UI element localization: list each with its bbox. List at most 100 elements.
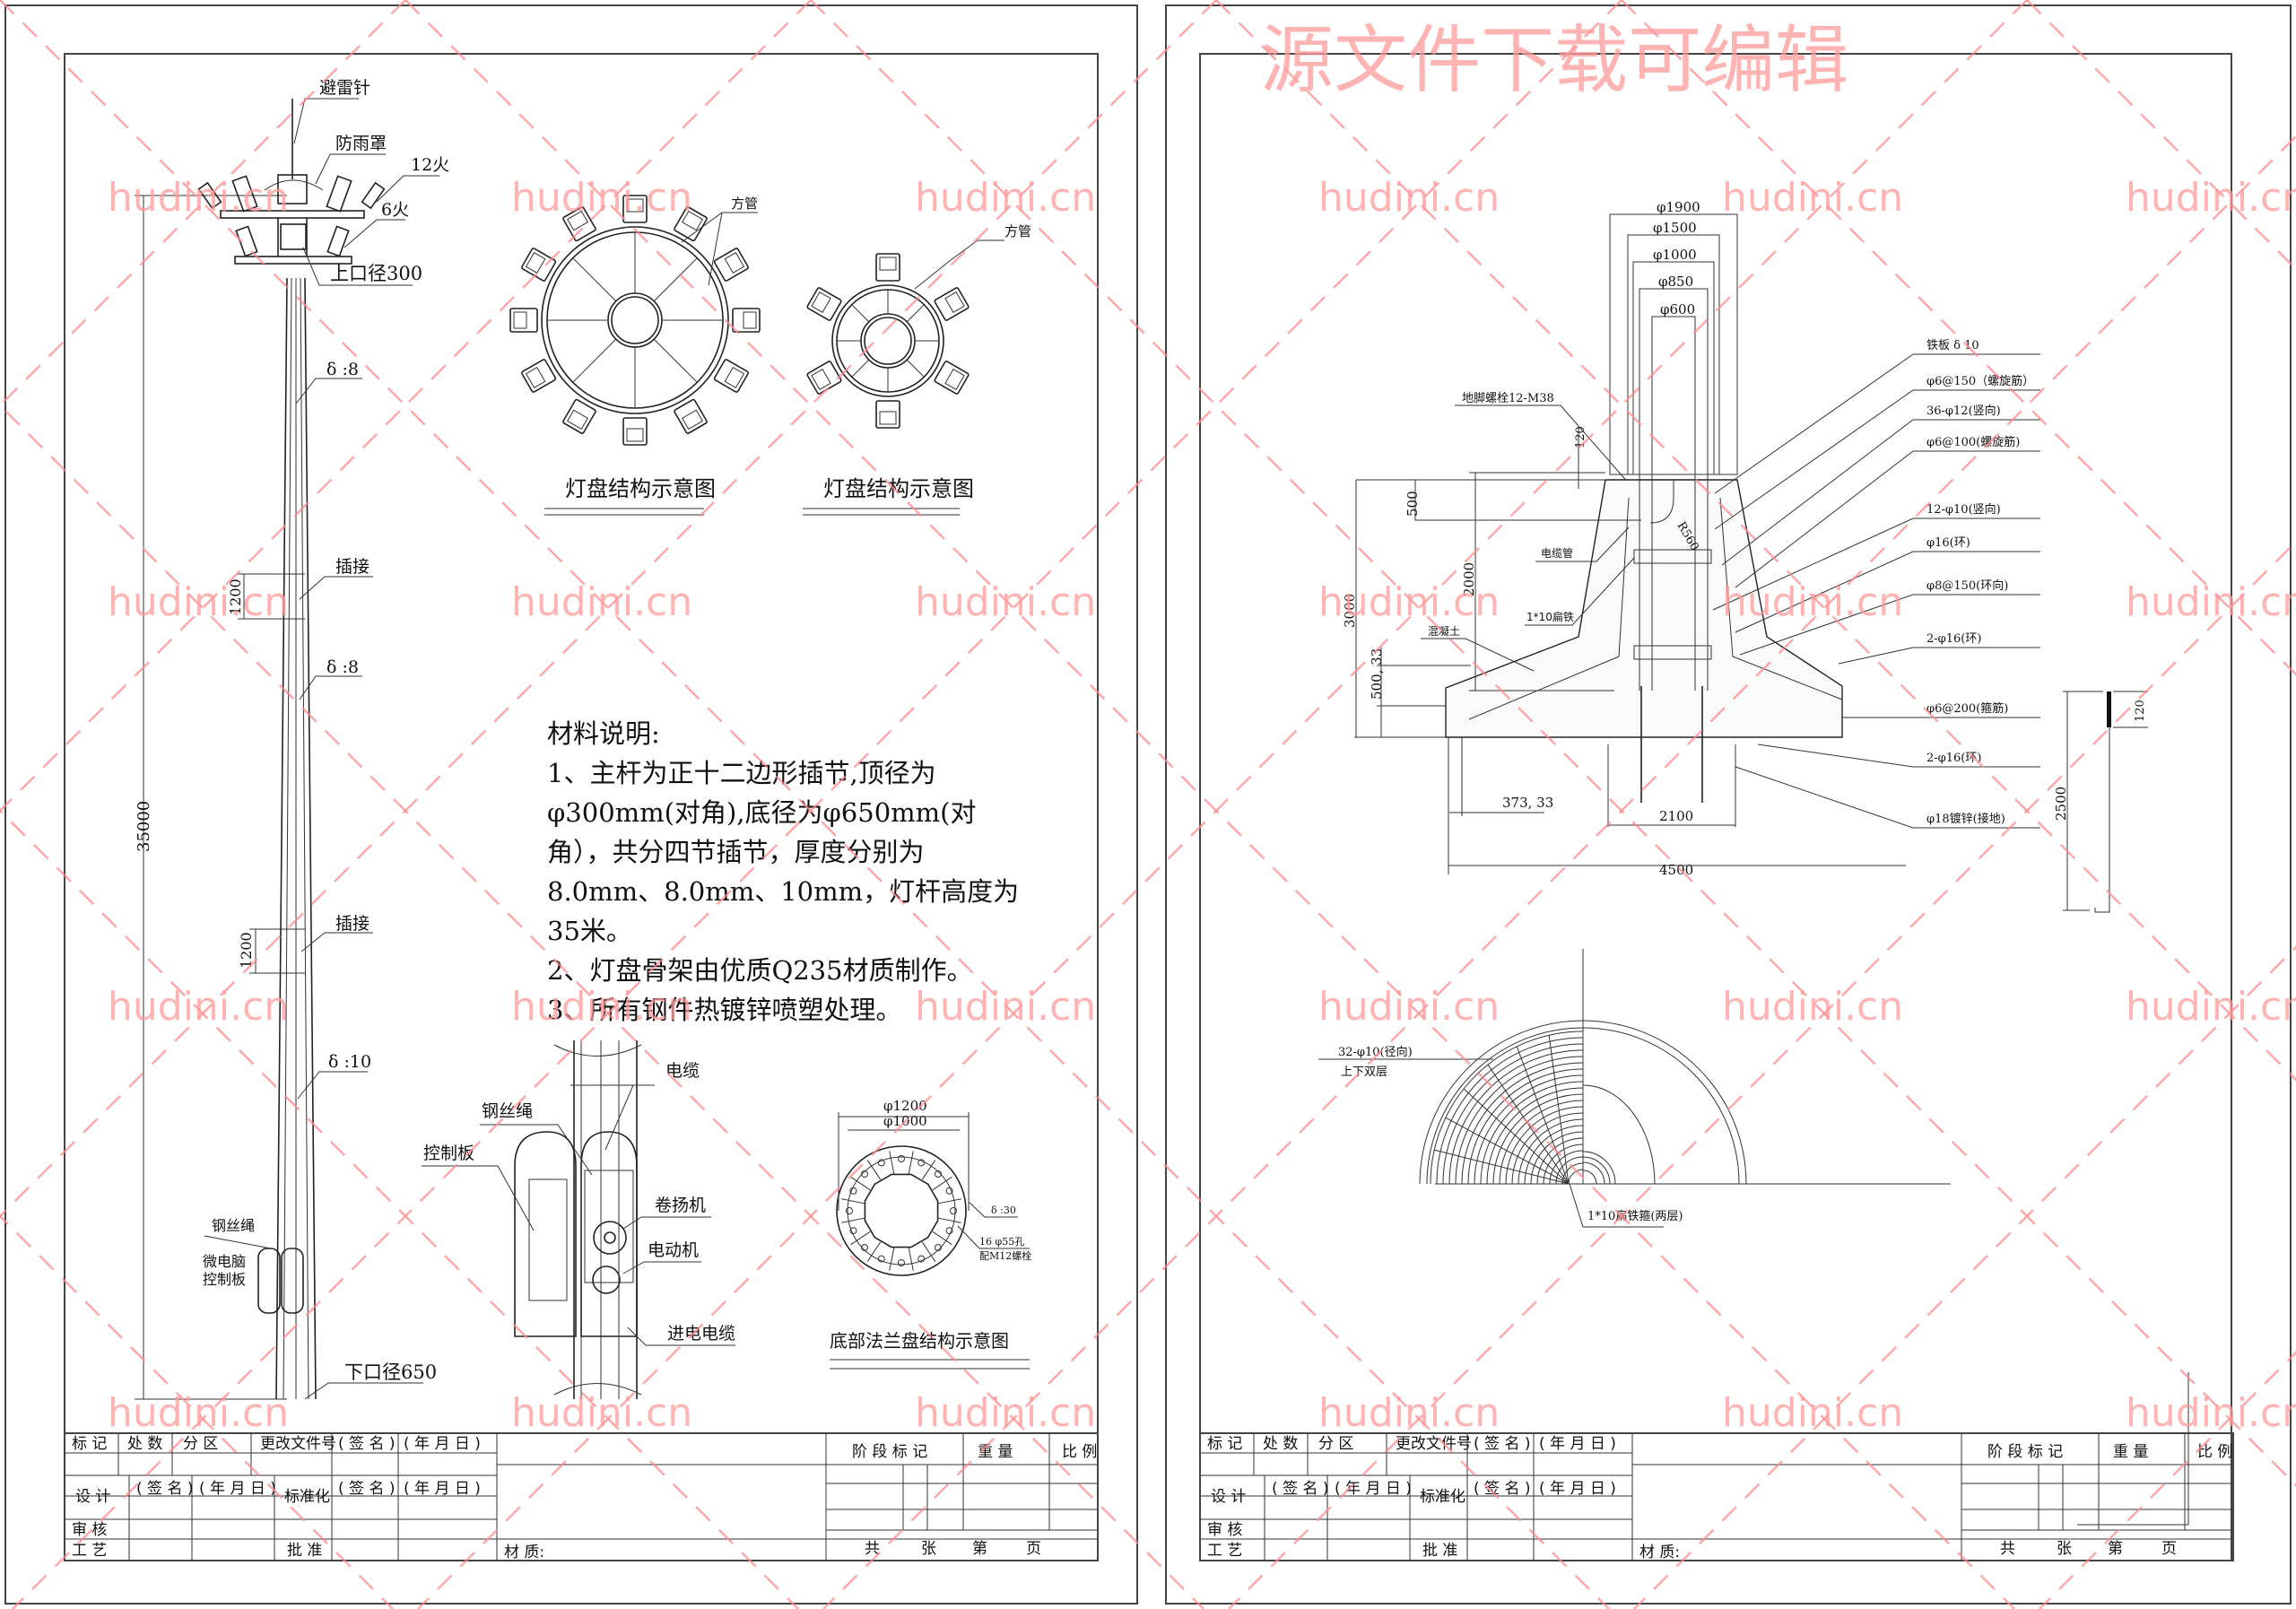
- floodlight-icon: [713, 248, 749, 282]
- bolt-hole: [860, 1244, 868, 1252]
- callout-leader: [1739, 594, 2040, 656]
- micro-controller-label-2: 控制板: [203, 1271, 246, 1288]
- small-disc-caption: 灯盘结构示意图: [823, 476, 974, 501]
- right-sheet-inner-border: [1199, 53, 2232, 1561]
- rebar-ring: [1499, 1100, 1584, 1185]
- callout-label: φ8@150(环向): [1926, 578, 2008, 593]
- watermark-site: hudini.cn: [511, 1390, 692, 1436]
- outer-ring: [1419, 1020, 1747, 1185]
- thickness-1-label: δ :8: [326, 360, 359, 379]
- rebar-ring: [1511, 1112, 1584, 1185]
- top-diameter-label: 上口径300: [330, 263, 422, 284]
- callout-leader: [1735, 450, 2040, 588]
- bolt-hole: [935, 1170, 943, 1178]
- dim-500-33: 500, 33: [1369, 648, 1385, 700]
- splice-2-length: 1200: [238, 932, 255, 969]
- door-incoming-cable-label: 进电电缆: [667, 1324, 735, 1344]
- rebar-plan: 32-φ10(径向) 上下双层 1*10扁铁箍(两层): [1318, 949, 1951, 1228]
- watermark-site: hudini.cn: [1722, 984, 1903, 1030]
- watermark-site: hudini.cn: [511, 984, 692, 1030]
- rain-cover-label: 防雨罩: [335, 134, 387, 153]
- standardization-label: 标准化: [284, 1488, 330, 1506]
- disc-spoke: [653, 338, 698, 383]
- materials-line: 2、灯盘骨架由优质Q235材质制作。: [547, 955, 973, 986]
- flange-rib: [889, 1151, 895, 1174]
- watermark-diagonal: [0, 0, 1610, 1609]
- micro-controller-label-1: 微电脑: [203, 1253, 246, 1270]
- watermark-site: hudini.cn: [108, 1390, 289, 1436]
- flange-detail: φ1200 φ1000 δ :30 16 φ55孔 配M12螺栓 底部法兰盘结构…: [830, 1098, 1031, 1370]
- watermark-site: hudini.cn: [1318, 1390, 1500, 1436]
- rebar-ring: [1555, 1156, 1584, 1185]
- callout-label: φ6@200(箍筋): [1926, 701, 2008, 716]
- thickness-3-label: δ :10: [328, 1052, 371, 1072]
- watermark-site: hudini.cn: [1722, 175, 1903, 221]
- splice-1-label: 插接: [335, 557, 370, 577]
- watermark-site: hudini.cn: [1318, 175, 1500, 221]
- title-block-header: ( 年 月 日 ): [1539, 1435, 1616, 1453]
- weight-label: 重 量: [978, 1443, 1013, 1461]
- watermark-site: hudini.cn: [2126, 1390, 2296, 1436]
- rebar-ring: [1436, 1037, 1584, 1185]
- weight-label: 重 量: [2113, 1443, 2148, 1461]
- watermark-diagonal: [417, 0, 2028, 1609]
- bolt-hole: [898, 1155, 905, 1162]
- floodlight-icon: [806, 361, 842, 395]
- callout-label: φ16(环): [1926, 536, 1970, 550]
- flange-holes-label-1: 16 φ55孔: [979, 1236, 1024, 1248]
- right-sheet-outer-border: [1165, 4, 2292, 1605]
- dim-500: 500: [1405, 491, 1421, 517]
- rebar-ring: [1505, 1106, 1584, 1185]
- ground-rod-length: 2500: [2053, 787, 2069, 821]
- dia-1500: φ1500: [1653, 220, 1697, 236]
- rebar-ring: [1430, 1031, 1584, 1185]
- materials-line: 3、所有钢件热镀锌喷塑处理。: [547, 995, 901, 1025]
- callout-leader: [1735, 766, 2040, 829]
- ground-rod: 2500 120: [2053, 691, 2148, 913]
- floodlight-icon: [509, 308, 538, 333]
- watermark-texts: hudini.cn hudini.cn hudini.cn hudini.cn hudi…: [108, 175, 2296, 1436]
- large-disc-tube-label: 方管: [731, 196, 758, 212]
- flange-rib: [938, 1217, 961, 1223]
- watermark-diagonal: [1215, 0, 2296, 1082]
- flange-outer-diameter: φ1200: [883, 1098, 927, 1114]
- dim-2000: 2000: [1461, 562, 1477, 596]
- title-block-header: ( 年 月 日 ): [404, 1435, 481, 1453]
- bolt-hole: [877, 1255, 885, 1263]
- approve-label: 批 准: [1422, 1542, 1457, 1560]
- watermark-diagonal: [810, 0, 2296, 1487]
- floodlight-icon: [934, 361, 970, 395]
- cable-pipe-label: 电缆管: [1541, 546, 1573, 560]
- ground-rod-top: 120: [2134, 700, 2147, 722]
- callout-label: 12-φ10(竖向): [1926, 502, 2001, 517]
- disc-spoke: [572, 257, 617, 302]
- materials-line: 8.0mm、8.0mm、10mm，灯杆高度为: [547, 876, 1019, 907]
- watermark-diagonal: [2039, 1351, 2296, 1609]
- pole-height-dim: 35000: [135, 801, 153, 852]
- materials-line: 角），共分四节插节，厚度分别为: [547, 837, 925, 867]
- callout-label: 2-φ16(环): [1926, 752, 1981, 765]
- flange-thickness: δ :30: [991, 1205, 1016, 1216]
- flange-rib: [921, 1241, 936, 1262]
- title-block-header: 更改文件号: [260, 1435, 336, 1453]
- standardization-date: ( 年 月 日 ): [1539, 1480, 1616, 1498]
- materials-notes: 材料说明: 1、主杆为正十二边形插节,顶径为 φ300mm(对角),底径为φ65…: [547, 718, 1019, 1025]
- title-block-left: 标 记处 数分 区更改文件号( 签 名 )( 年 月 日 )设 计( 签 名 )…: [64, 1432, 1099, 1561]
- material-label: 材 质:: [504, 1544, 544, 1561]
- bolt-hole: [860, 1170, 868, 1178]
- flange-rib: [850, 1176, 871, 1191]
- rebar-ring: [1530, 1131, 1584, 1185]
- bolt-hole: [849, 1227, 857, 1235]
- flange-rib: [889, 1248, 895, 1271]
- floodlight-icon: [521, 248, 557, 282]
- lamps-6-label: 6火: [381, 200, 409, 220]
- watermark-diagonal: [1621, 0, 2296, 676]
- watermark-diagonal: [1633, 945, 2296, 1609]
- dim-3000: 3000: [1342, 594, 1358, 628]
- floodlight-icon: [622, 417, 648, 446]
- callout-leader: [1838, 647, 2040, 665]
- radial-bar: [1445, 1117, 1570, 1185]
- disc-spoke: [906, 304, 925, 323]
- flange-rib: [932, 1176, 952, 1191]
